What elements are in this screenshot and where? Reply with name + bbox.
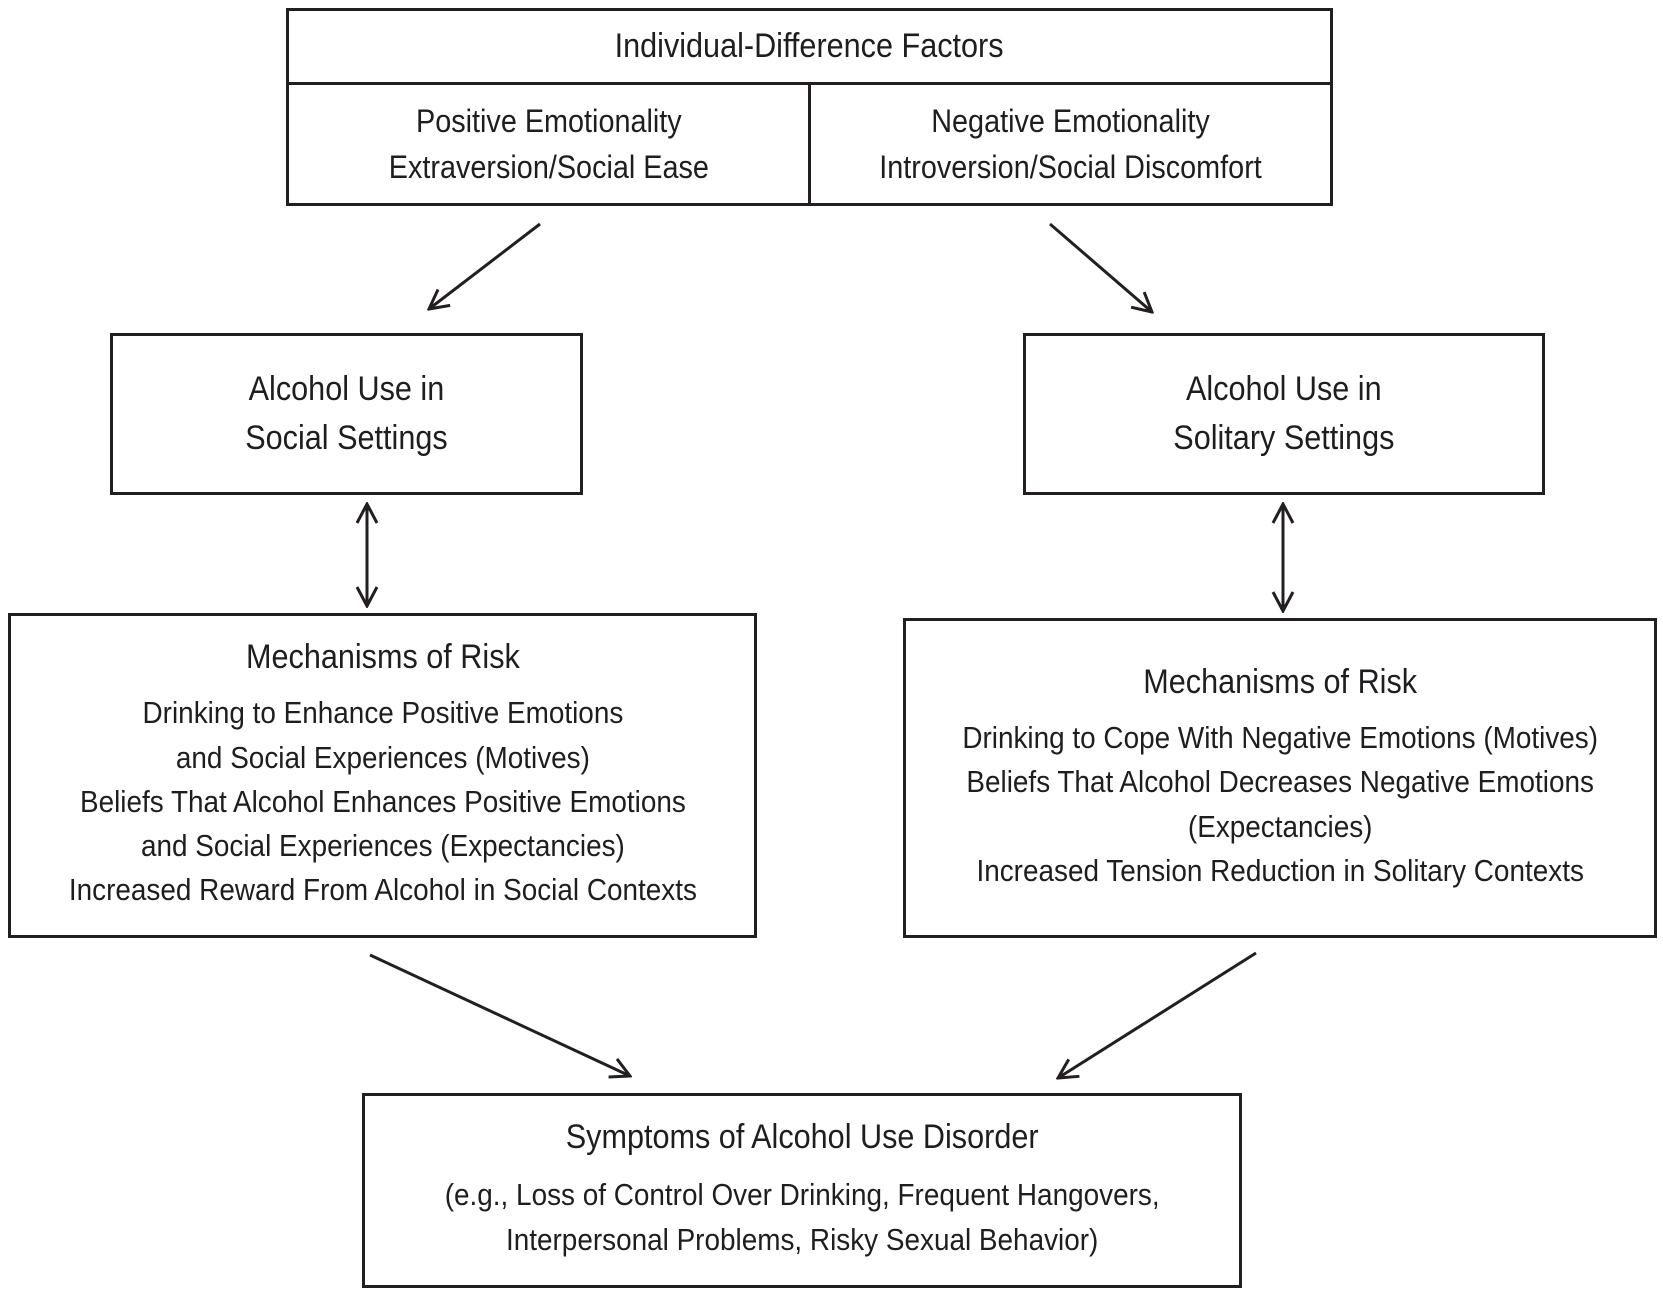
arrow-social-mechanisms-to-symptoms <box>369 953 630 1076</box>
alcohol-use-social-text: Alcohol Use in Social Settings <box>245 369 448 457</box>
arrow-factors-to-social-use <box>429 222 541 309</box>
mechanisms-of-risk-social-body: Drinking to Enhance Positive Emotions an… <box>68 695 697 908</box>
symptoms-of-alcohol-use-disorder-box: Symptoms of Alcohol Use Disorder (e.g., … <box>362 1093 1242 1288</box>
alcohol-use-solitary-box: Alcohol Use in Solitary Settings <box>1023 333 1545 495</box>
individual-difference-factors-title: Individual-Difference Factors <box>615 27 1004 65</box>
mechanisms-of-risk-solitary-title: Mechanisms of Risk <box>1143 662 1417 701</box>
individual-difference-factors-cells: Positive Emotionality Extraversion/Socia… <box>289 85 1330 203</box>
symptoms-content: Symptoms of Alcohol Use Disorder (e.g., … <box>445 1118 1160 1263</box>
individual-difference-factors-box: Individual-Difference Factors Positive E… <box>286 8 1333 206</box>
symptoms-title: Symptoms of Alcohol Use Disorder <box>565 1118 1039 1157</box>
negative-emotionality-text: Negative Emotionality Introversion/Socia… <box>879 102 1262 185</box>
individual-difference-factors-title-row: Individual-Difference Factors <box>289 11 1330 85</box>
arrow-solitary-mechanisms-to-symptoms <box>1058 951 1257 1078</box>
mechanisms-of-risk-social-content: Mechanisms of Risk Drinking to Enhance P… <box>68 638 696 913</box>
mechanisms-of-risk-social-title: Mechanisms of Risk <box>245 638 520 677</box>
mechanisms-of-risk-solitary-body: Drinking to Cope With Negative Emotions … <box>962 719 1598 888</box>
alcohol-use-social-box: Alcohol Use in Social Settings <box>110 333 583 495</box>
arrow-factors-to-solitary-use <box>1049 222 1152 312</box>
positive-emotionality-cell: Positive Emotionality Extraversion/Socia… <box>289 85 811 203</box>
positive-emotionality-text: Positive Emotionality Extraversion/Socia… <box>388 102 709 185</box>
mechanisms-of-risk-solitary-content: Mechanisms of Risk Drinking to Cope With… <box>962 663 1598 893</box>
symptoms-body: (e.g., Loss of Control Over Drinking, Fr… <box>444 1177 1160 1257</box>
mechanisms-of-risk-social-box: Mechanisms of Risk Drinking to Enhance P… <box>8 613 757 938</box>
negative-emotionality-cell: Negative Emotionality Introversion/Socia… <box>811 85 1330 203</box>
alcohol-use-solitary-text: Alcohol Use in Solitary Settings <box>1173 369 1395 457</box>
mechanisms-of-risk-solitary-box: Mechanisms of Risk Drinking to Cope With… <box>903 618 1657 938</box>
